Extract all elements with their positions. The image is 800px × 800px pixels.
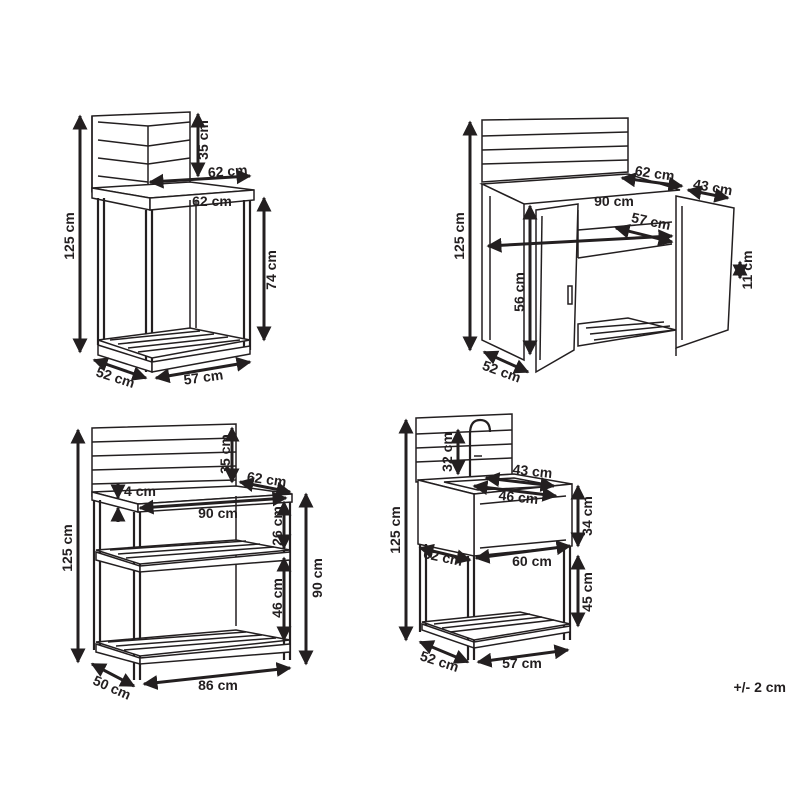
unit-4-label-h-back: 32 cm [439, 432, 455, 472]
unit-1-label-h-back: 35 cm [195, 120, 211, 160]
unit-3-label-w-side: 62 cm [246, 468, 288, 489]
unit-3-label-h-table: 90 cm [309, 558, 325, 598]
unit-4-label-h-total: 125 cm [387, 506, 403, 553]
unit-2-label-h-door: 56 cm [511, 272, 527, 312]
unit-2-label-w-top: 90 cm [594, 193, 634, 209]
unit-1-drawing [91, 111, 255, 374]
tolerance-note: +/- 2 cm [733, 679, 786, 695]
unit-3-label-depth: 50 cm [91, 672, 134, 703]
unit-2-dimensions [462, 120, 748, 374]
unit-3-label-h-back: 35 cm [217, 434, 233, 474]
unit-3-label-w-top: 90 cm [198, 505, 238, 521]
unit-4-label-w-basin: 46 cm [498, 487, 539, 507]
unit-1-label-w-top-back: 62 cm [207, 162, 248, 181]
unit-1-label-h-table: 74 cm [263, 250, 279, 290]
unit-3-label-h-total: 125 cm [59, 524, 75, 571]
unit-2-label-door-depth: 43 cm [692, 176, 734, 199]
unit-4-label-w-mid: 60 cm [512, 553, 552, 569]
unit-4-dimensions [398, 418, 586, 668]
unit-3-label-w-base: 86 cm [198, 677, 238, 693]
unit-4-label-h-cabinet: 34 cm [579, 496, 595, 536]
unit-2-label-h-leg: 11 cm [739, 251, 755, 290]
unit-3-drawing [91, 423, 293, 680]
unit-3-label-h-gap: 4 cm [124, 483, 156, 499]
unit-4-label-w-sink: 43 cm [512, 461, 553, 481]
unit-1-label-w-top: 62 cm [192, 193, 232, 209]
unit-1-label-w-base: 57 cm [183, 366, 225, 387]
unit-4-label-w-base: 57 cm [502, 655, 542, 671]
unit-1-label-h-total: 125 cm [61, 212, 77, 259]
unit-3-label-h-upper: 26 cm [269, 506, 285, 546]
unit-2-label-h-total: 125 cm [451, 212, 467, 259]
unit-4-label-h-lower: 45 cm [579, 572, 595, 612]
unit-1-dimensions [72, 112, 272, 384]
unit-3-label-h-lower: 46 cm [269, 578, 285, 618]
unit-2-label-w-top-back: 62 cm [634, 162, 676, 183]
unit-2-label-w-inner: 57 cm [630, 209, 672, 233]
unit-3-dimensions [70, 426, 314, 690]
